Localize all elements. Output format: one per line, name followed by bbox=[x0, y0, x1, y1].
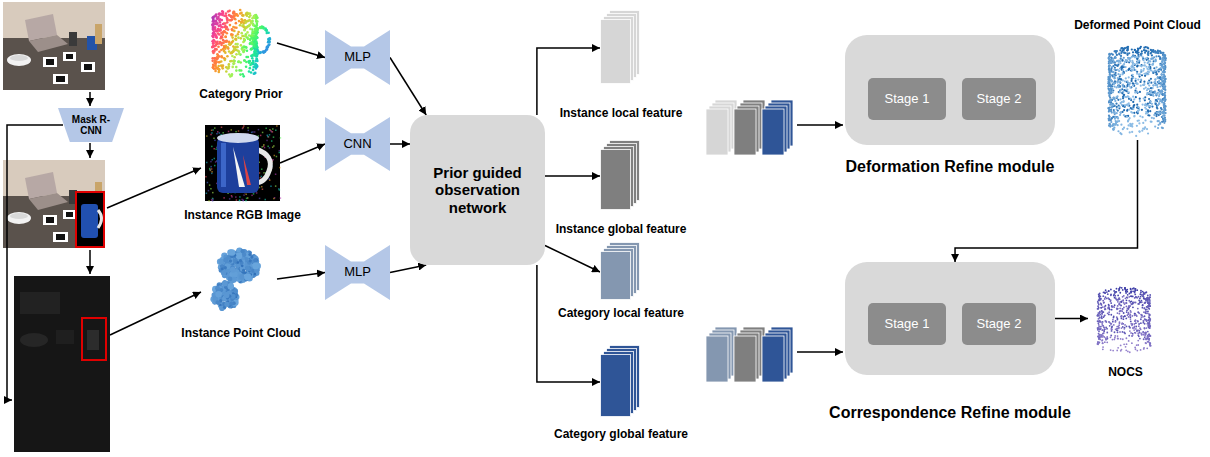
connector-arrow bbox=[545, 246, 600, 273]
point-cloud-figure: Category Prior bbox=[205, 5, 277, 81]
scene-photo-detected bbox=[3, 160, 105, 248]
feature-sheets bbox=[600, 140, 642, 212]
figure-picture bbox=[205, 125, 280, 201]
node-caption: Correspondence Refine module bbox=[829, 403, 1071, 422]
node-caption: Category Prior bbox=[199, 87, 282, 101]
node-label: Stage 1 bbox=[885, 317, 930, 332]
point-cloud-figure: NOCS bbox=[1088, 285, 1163, 355]
stage-box: Stage 1 bbox=[868, 303, 946, 345]
connector-arrow bbox=[277, 43, 325, 58]
stage-box: Stage 2 bbox=[962, 303, 1036, 345]
network-block: MLP bbox=[325, 30, 390, 85]
process-box: Prior guided observation network bbox=[410, 115, 545, 265]
node-caption: Instance local feature bbox=[560, 106, 683, 120]
node-caption: Category local feature bbox=[558, 306, 684, 320]
network-block: CNN bbox=[325, 117, 390, 171]
node-caption: NOCS bbox=[1108, 365, 1143, 379]
module-box: Deformation Refine moduleStage 1Stage 2 bbox=[845, 35, 1055, 145]
feature-sheets bbox=[600, 10, 642, 86]
connector-arrow bbox=[280, 144, 325, 163]
depth-image bbox=[14, 276, 110, 452]
concatenated-features bbox=[706, 100, 793, 382]
connector-arrow bbox=[545, 175, 600, 177]
node-caption: Instance RGB Image bbox=[184, 208, 301, 222]
feature-stack: Category local feature bbox=[600, 242, 642, 302]
connector-arrow bbox=[537, 265, 600, 382]
node-caption: Deformed Point Cloud bbox=[1074, 18, 1201, 32]
point-cloud-figure: Instance RGB Image bbox=[205, 125, 280, 201]
module-box: Correspondence Refine moduleStage 1Stage… bbox=[845, 262, 1055, 375]
figure-picture bbox=[205, 5, 277, 81]
node-label: Mask R-CNN bbox=[70, 114, 112, 136]
stage-box: Stage 2 bbox=[962, 78, 1036, 120]
node-caption: Instance Point Cloud bbox=[181, 326, 300, 340]
point-cloud-figure: Deformed Point Cloud bbox=[1100, 40, 1175, 140]
connector-arrow bbox=[390, 58, 426, 116]
pipeline-arrows bbox=[7, 92, 843, 400]
stage-box: Stage 1 bbox=[868, 78, 946, 120]
connector-arrow bbox=[390, 265, 426, 273]
connector-arrow bbox=[1055, 318, 1088, 320]
feature-stack: Category global feature bbox=[600, 345, 642, 419]
feature-sheets bbox=[600, 242, 642, 302]
feature-stack: Instance local feature bbox=[600, 10, 642, 86]
scene-photo bbox=[3, 2, 105, 90]
feature-stack: Instance global feature bbox=[600, 140, 642, 212]
network-block: MLP bbox=[325, 245, 390, 300]
node-label: Stage 2 bbox=[977, 317, 1022, 332]
figure-picture bbox=[1088, 285, 1163, 355]
figure-picture bbox=[1100, 40, 1175, 140]
connector-arrow bbox=[390, 143, 410, 145]
node-label: Stage 1 bbox=[885, 92, 930, 107]
connector-arrow bbox=[537, 48, 600, 115]
node-label: CNN bbox=[343, 137, 371, 152]
node-label: MLP bbox=[344, 50, 371, 65]
node-label: MLP bbox=[344, 265, 371, 280]
figure-picture bbox=[205, 238, 277, 320]
detector-block: Mask R-CNN bbox=[58, 108, 124, 142]
node-caption: Deformation Refine module bbox=[846, 157, 1055, 176]
feature-sheets bbox=[600, 345, 642, 419]
node-label: Prior guided observation network bbox=[417, 164, 538, 216]
node-label: Stage 2 bbox=[977, 92, 1022, 107]
connector-arrow bbox=[277, 273, 325, 280]
node-caption: Category global feature bbox=[554, 427, 688, 441]
point-cloud-figure: Instance Point Cloud bbox=[205, 238, 277, 320]
node-caption: Instance global feature bbox=[556, 222, 687, 236]
